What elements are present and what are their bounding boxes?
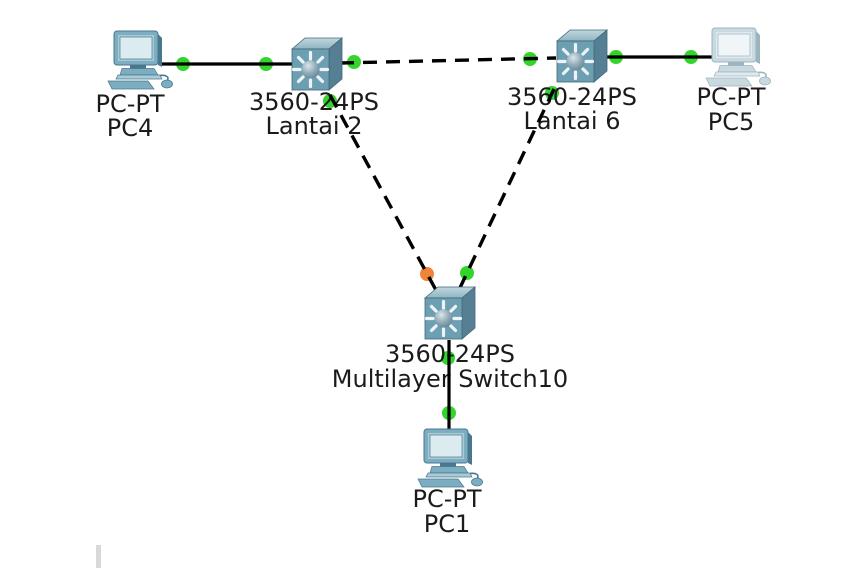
device-model-label-pc4: PC-PT	[95, 90, 164, 118]
device-name-label-pc5: PC5	[708, 108, 755, 136]
device-icon-multilayer-switch10[interactable]	[423, 285, 477, 341]
device-model-label-pc1: PC-PT	[412, 485, 481, 513]
port-status-indicator-up	[460, 266, 474, 280]
port-status-indicator-amber	[420, 267, 434, 281]
port-status-indicator-up	[347, 55, 361, 69]
device-name-label-pc1: PC1	[424, 510, 471, 538]
scrollbar-fragment[interactable]	[96, 545, 101, 568]
device-icon-pc5[interactable]	[706, 28, 771, 86]
device-icon-pc1[interactable]	[418, 429, 483, 487]
device-name-label-pc4: PC4	[107, 114, 154, 142]
network-link-lantai2--lantai6[interactable]	[339, 56, 557, 65]
device-icon-lantai-2[interactable]	[290, 36, 344, 92]
network-link-lantai6--switch10[interactable]	[456, 88, 556, 293]
device-icon-lantai-6[interactable]	[555, 28, 609, 84]
device-icon-pc4[interactable]	[108, 31, 173, 89]
network-link-lantai2--switch10[interactable]	[328, 94, 439, 293]
device-model-label-lantai-6: 3560-24PS	[507, 83, 637, 111]
device-model-label-lantai-2: 3560-24PS	[249, 88, 379, 116]
device-model-label-pc5: PC-PT	[696, 83, 765, 111]
